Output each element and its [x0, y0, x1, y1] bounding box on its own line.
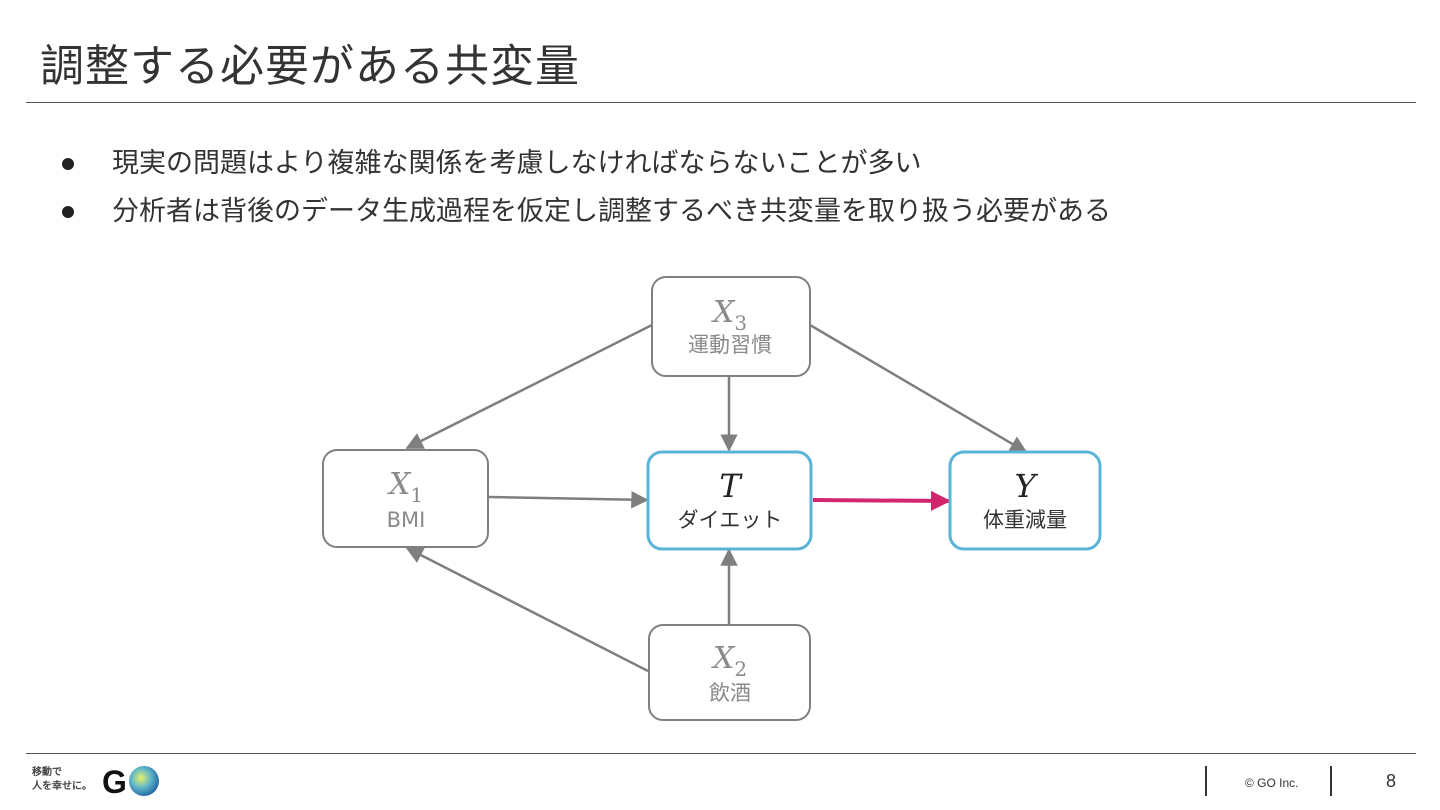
brand-tagline-line2: 人を幸せに。 — [32, 781, 92, 792]
copyright-text: © GO Inc. — [1245, 776, 1299, 790]
footer-separator-right — [1330, 766, 1332, 796]
brand-tagline-line1: 移動で — [32, 767, 62, 778]
node-x2-sub: 2 — [734, 657, 747, 681]
brand-tagline: 移動で 人を幸せに。 — [32, 766, 112, 794]
node-x1-var: X — [387, 467, 412, 502]
bullet-item: 分析者は背後のデータ生成過程を仮定し調整するべき共変量を取り扱う必要がある — [60, 188, 1111, 236]
slide-title: 調整する必要がある共変量 — [40, 41, 580, 92]
edge-x2-x1 — [405, 546, 649, 673]
svg-text:X2: X2 — [711, 641, 747, 681]
node-x1-label: BMI — [387, 508, 426, 532]
node-x1-sub: 1 — [410, 483, 423, 507]
node-t: T ダイエット — [646, 450, 813, 551]
bullet-dot-icon — [62, 206, 74, 218]
bullet-dot-icon — [62, 158, 74, 170]
edge-t-y — [812, 490, 951, 511]
svg-text:X3: X3 — [711, 295, 747, 335]
node-x2-label: 飲酒 — [709, 681, 751, 705]
node-x3-label: 運動習慣 — [688, 333, 772, 357]
node-x2-var: X — [711, 641, 736, 676]
edge-x3-y — [809, 323, 1028, 454]
footer-divider — [26, 753, 1416, 754]
edge-x1-t — [488, 490, 649, 509]
edge-x3-x1 — [405, 323, 653, 450]
bullet-list: 現実の問題はより複雑な関係を考慮しなければならないことが多い 分析者は背後のデー… — [60, 140, 1111, 236]
logo-g-letter: G — [102, 764, 127, 799]
svg-text:X1: X1 — [387, 467, 423, 507]
node-x1: X1 BMI — [322, 449, 489, 548]
logo-o-circle — [129, 766, 159, 796]
node-x3-var: X — [711, 295, 736, 330]
title-divider — [26, 102, 1416, 103]
node-t-var: T — [719, 467, 743, 505]
node-x3-sub: 3 — [734, 311, 747, 335]
go-logo-icon: G — [102, 764, 159, 799]
page-number: 8 — [1386, 771, 1397, 791]
node-y-var: Y — [1014, 467, 1038, 505]
bullet-item: 現実の問題はより複雑な関係を考慮しなければならないことが多い — [60, 140, 1111, 188]
bullet-text: 現実の問題はより複雑な関係を考慮しなければならないことが多い — [112, 148, 922, 179]
node-x3: X3 運動習慣 — [651, 276, 811, 377]
footer-separator-left — [1205, 766, 1207, 796]
node-x2: X2 飲酒 — [648, 624, 811, 721]
node-y-label: 体重減量 — [983, 508, 1067, 532]
node-t-label: ダイエット — [678, 508, 783, 532]
bullet-text: 分析者は背後のデータ生成過程を仮定し調整するべき共変量を取り扱う必要がある — [112, 196, 1111, 227]
node-y: Y 体重減量 — [948, 450, 1102, 551]
